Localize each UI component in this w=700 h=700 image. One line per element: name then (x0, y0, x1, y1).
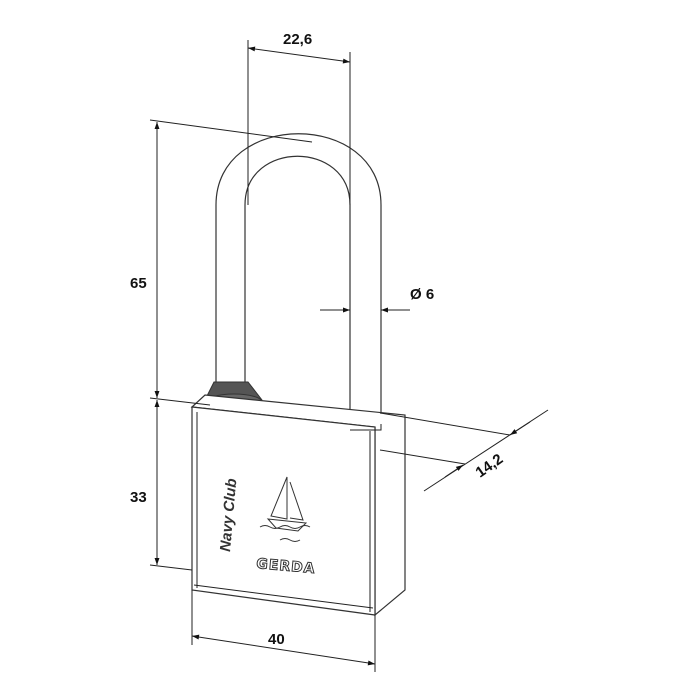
dimension-body-width: 40 (191, 590, 376, 672)
gerda-logo: GERDA (256, 556, 316, 577)
dimension-label: 22,6 (283, 31, 312, 48)
dimension-label: Ø 6 (410, 286, 434, 303)
dimension-label: 40 (268, 631, 285, 648)
lock-body (190, 394, 406, 617)
dimension-label: 14,2 (473, 451, 507, 482)
dimension-shackle-clearance: 22,6 (247, 31, 351, 205)
dimension-shackle-height: 65 (130, 119, 313, 406)
dimension-label: 65 (130, 275, 147, 292)
navy-club-engraving: Navy Club (217, 478, 240, 553)
dimension-shackle-diameter: Ø 6 (320, 286, 434, 313)
dimension-label: 33 (130, 489, 147, 506)
sailboat-icon (259, 476, 311, 542)
dimension-body-height: 33 (130, 400, 193, 571)
